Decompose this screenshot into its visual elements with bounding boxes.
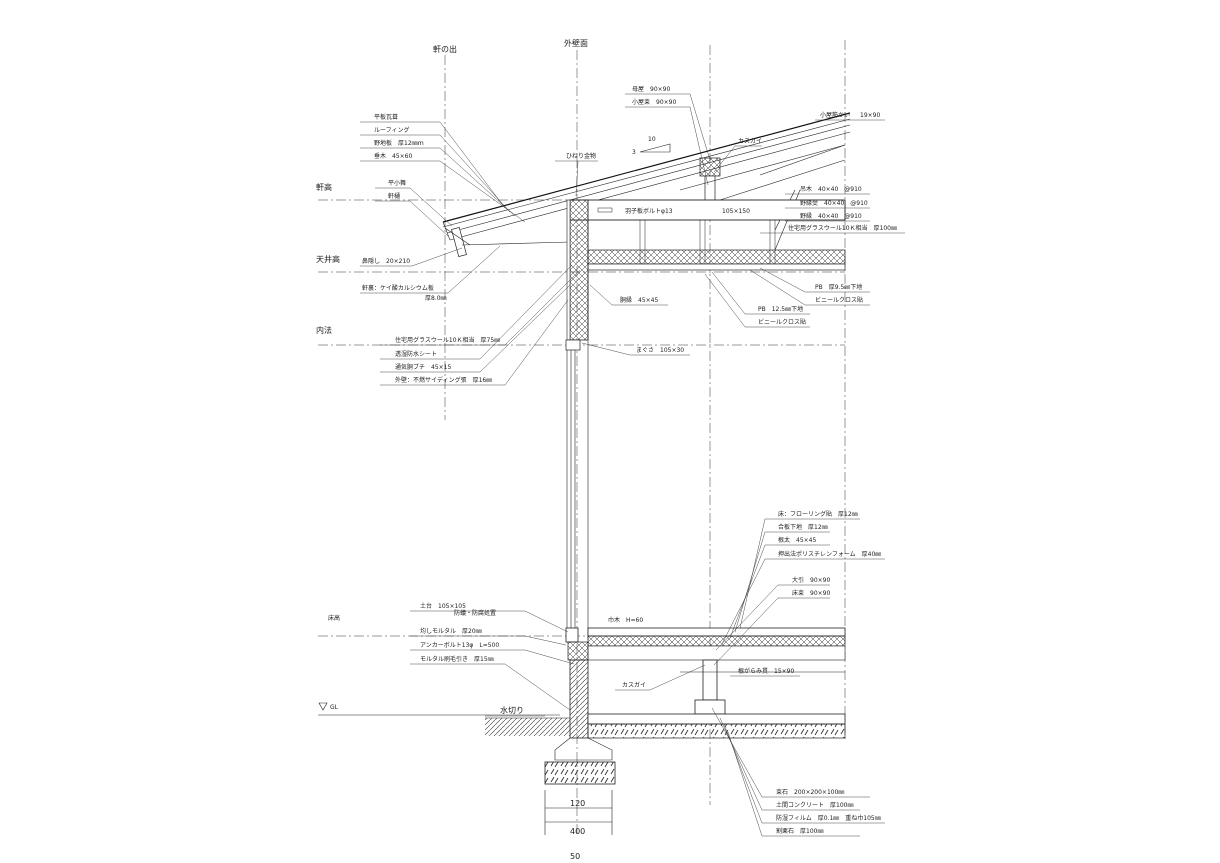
svg-text:小屋束 90×90: 小屋束 90×90 — [632, 98, 676, 106]
svg-text:アンカーボルト13φ L=500: アンカーボルト13φ L=500 — [420, 641, 499, 649]
svg-text:ルーフィング: ルーフィング — [374, 126, 410, 134]
floor-structure — [587, 627, 846, 715]
svg-text:モルタル刷毛引き 厚15㎜: モルタル刷毛引き 厚15㎜ — [420, 655, 494, 663]
svg-text:外壁：不燃サイディング張 厚16㎜: 外壁：不燃サイディング張 厚16㎜ — [395, 376, 492, 384]
svg-text:小屋筋かい: 小屋筋かい — [820, 111, 850, 119]
svg-text:平小舞: 平小舞 — [388, 179, 406, 187]
svg-text:胴縁 45×45: 胴縁 45×45 — [620, 296, 658, 304]
svg-text:平板瓦葺: 平板瓦葺 — [374, 113, 398, 121]
svg-text:厚8.0㎜: 厚8.0㎜ — [425, 295, 447, 302]
svg-text:床：フローリング貼 厚12㎜: 床：フローリング貼 厚12㎜ — [778, 510, 858, 518]
wall-inner-callouts: 胴縁 45×45 まぐさ 105×30 — [581, 284, 690, 356]
svg-text:母屋 90×90: 母屋 90×90 — [632, 86, 670, 93]
svg-text:鼻隠し 20×210: 鼻隠し 20×210 — [362, 257, 410, 265]
svg-text:土台 105×105: 土台 105×105 — [420, 602, 466, 610]
sill-and-foundation — [544, 627, 616, 785]
dim-50: 50 — [570, 852, 580, 861]
ceiling-height-label: 天井高 — [316, 254, 340, 264]
svg-text:土間コンクリート 厚100㎜: 土間コンクリート 厚100㎜ — [776, 801, 853, 809]
svg-text:野縁 40×40 @910: 野縁 40×40 @910 — [800, 212, 862, 220]
svg-text:カスガイ: カスガイ — [738, 137, 762, 145]
svg-text:束石 200×200×100㎜: 束石 200×200×100㎜ — [776, 788, 844, 796]
ceiling-insulation — [587, 249, 846, 271]
foundation-callouts: 束石 200×200×100㎜ 土間コンクリート 厚100㎜ 防湿フィルム 厚0… — [711, 707, 885, 837]
roof-right-callouts: 母屋 90×90 小屋束 90×90 10 3 ひねり金物 カスガイ 小屋筋かい… — [555, 86, 885, 215]
svg-text:ひねり金物: ひねり金物 — [566, 152, 596, 160]
floor-height-label: 床高 — [328, 614, 340, 622]
svg-text:水切り: 水切り — [500, 705, 524, 715]
svg-text:巾木 H=60: 巾木 H=60 — [608, 616, 643, 624]
svg-text:根がらみ貫 15×90: 根がらみ貫 15×90 — [738, 667, 794, 675]
svg-text:住宅用グラスウール10Ｋ相当 厚75㎜: 住宅用グラスウール10Ｋ相当 厚75㎜ — [395, 336, 500, 344]
svg-text:透湿防水シート: 透湿防水シート — [395, 350, 437, 358]
svg-text:床束 90×90: 床束 90×90 — [792, 589, 830, 597]
svg-text:押出法ポリスチレンフォーム 厚40㎜: 押出法ポリスチレンフォーム 厚40㎜ — [778, 550, 881, 558]
svg-text:住宅用グラスウール10Ｋ相当 厚100㎜: 住宅用グラスウール10Ｋ相当 厚100㎜ — [788, 224, 897, 232]
svg-text:105×150: 105×150 — [722, 208, 750, 215]
eave-projection-label: 軒の出 — [433, 44, 457, 54]
svg-text:吊木 40×40 @910: 吊木 40×40 @910 — [800, 185, 862, 193]
svg-text:軒樋: 軒樋 — [388, 192, 400, 200]
svg-text:3: 3 — [632, 149, 636, 156]
svg-text:羽子板ボルトφ13: 羽子板ボルトφ13 — [625, 207, 673, 215]
eave-height-label: 軒高 — [316, 182, 332, 192]
svg-text:割栗石 厚100㎜: 割栗石 厚100㎜ — [776, 827, 823, 835]
svg-text:19×90: 19×90 — [860, 112, 880, 119]
svg-text:軒裏：ケイ酸カルシウム板: 軒裏：ケイ酸カルシウム板 — [362, 284, 434, 292]
svg-text:均しモルタル 厚20㎜: 均しモルタル 厚20㎜ — [420, 627, 482, 635]
svg-text:PB 厚9.5㎜下地: PB 厚9.5㎜下地 — [815, 283, 862, 291]
eave-callouts: 平小舞 軒樋 鼻隠し 20×210 軒裏：ケイ酸カルシウム板 厚8.0㎜ — [360, 179, 501, 302]
svg-text:防蟻・防腐処置: 防蟻・防腐処置 — [454, 609, 496, 617]
ceiling-callouts: 吊木 40×40 @910 野縁受 40×40 @910 野縁 40×40 @9… — [704, 185, 905, 328]
wall-callouts: 住宅用グラスウール10Ｋ相当 厚75㎜ 透湿防水シート 通気胴ブチ 45×15 … — [380, 264, 581, 386]
svg-text:根太 45×45: 根太 45×45 — [778, 536, 816, 544]
svg-text:ビニールクロス貼: ビニールクロス貼 — [815, 296, 863, 304]
dim-400: 400 — [570, 827, 585, 836]
dim-120: 120 — [570, 799, 585, 808]
svg-text:10: 10 — [648, 136, 656, 143]
svg-text:大引 90×90: 大引 90×90 — [792, 576, 830, 584]
exterior-wall-face-label: 外壁面 — [564, 38, 588, 48]
roof-left-callouts: 平板瓦葺 ルーフィング 野地板 厚12㎜ｍ 垂木 45×60 — [360, 113, 526, 223]
svg-text:野地板 厚12㎜ｍ: 野地板 厚12㎜ｍ — [374, 139, 424, 147]
exterior-wall — [565, 199, 589, 640]
svg-text:カスガイ: カスガイ — [622, 681, 646, 689]
svg-text:防湿フィルム 厚0.1㎜ 重ね巾105㎜: 防湿フィルム 厚0.1㎜ 重ね巾105㎜ — [776, 814, 881, 822]
gl-label: GL — [330, 704, 339, 711]
sill-callouts: 土台 105×105 防蟻・防腐処置 均しモルタル 厚20㎜ アンカーボルト13… — [410, 602, 800, 717]
svg-text:合板下地 厚12㎜: 合板下地 厚12㎜ — [778, 523, 828, 531]
dimension-stack: 120 400 50 — [544, 790, 613, 861]
floor-callouts: 床：フローリング貼 厚12㎜ 合板下地 厚12㎜ 根太 45×45 押出法ポリス… — [713, 510, 885, 666]
gl-triangle-icon — [318, 702, 328, 711]
svg-text:PB 12.5㎜下地: PB 12.5㎜下地 — [758, 305, 803, 313]
roof — [442, 112, 851, 257]
svg-text:通気胴ブチ 45×15: 通気胴ブチ 45×15 — [395, 363, 451, 371]
inner-clear-label: 内法 — [316, 325, 332, 335]
svg-text:垂木 45×60: 垂木 45×60 — [374, 152, 412, 160]
svg-text:ビニールクロス貼: ビニールクロス貼 — [758, 318, 806, 326]
svg-text:野縁受 40×40 @910: 野縁受 40×40 @910 — [800, 199, 868, 207]
slab-on-grade — [587, 713, 846, 739]
ground-hatch — [485, 717, 570, 736]
svg-text:まぐさ 105×30: まぐさ 105×30 — [636, 347, 684, 354]
